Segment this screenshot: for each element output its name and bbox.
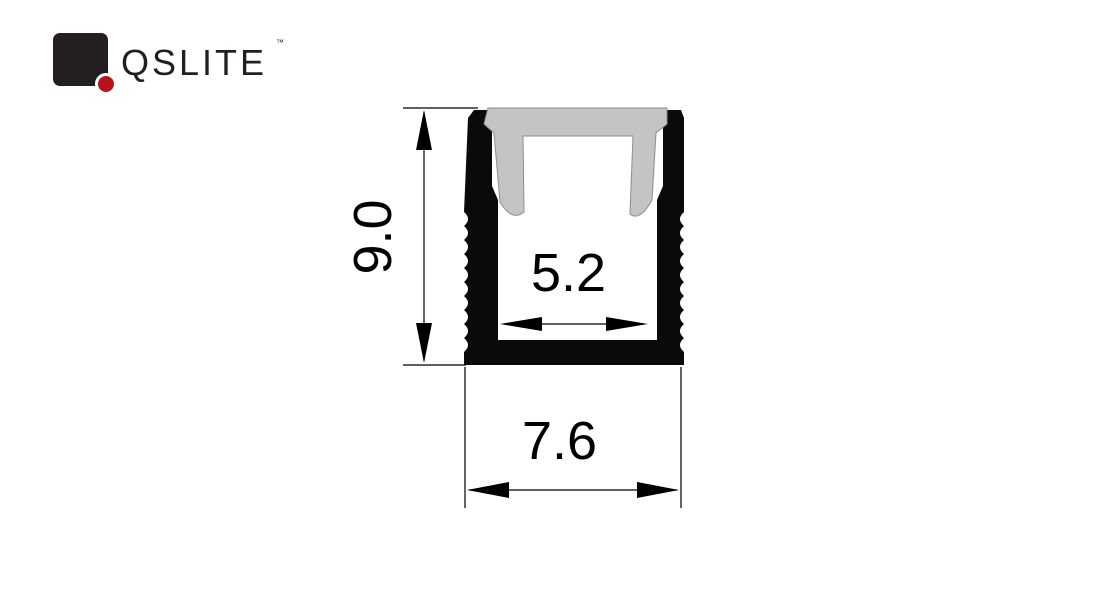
height-label: 9.0	[343, 199, 403, 275]
inner-width-arrow-right-icon	[606, 317, 648, 331]
inner-width-label: 5.2	[531, 243, 607, 303]
outer-width-arrow-right-icon	[637, 482, 679, 498]
height-arrow-top-icon	[416, 110, 432, 150]
aluminum-profile	[464, 110, 684, 365]
outer-width-label: 7.6	[522, 411, 598, 471]
brand-trademark: ™	[276, 38, 284, 47]
height-arrow-bottom-icon	[416, 323, 432, 363]
height-dimension-line	[403, 107, 478, 366]
diffuser-cover	[483, 107, 668, 217]
brand-logo-dot-icon	[95, 73, 117, 95]
outer-width-arrow-left-icon	[467, 482, 509, 498]
inner-width-arrow-left-icon	[500, 317, 542, 331]
brand-name: QSLITE	[121, 42, 268, 83]
